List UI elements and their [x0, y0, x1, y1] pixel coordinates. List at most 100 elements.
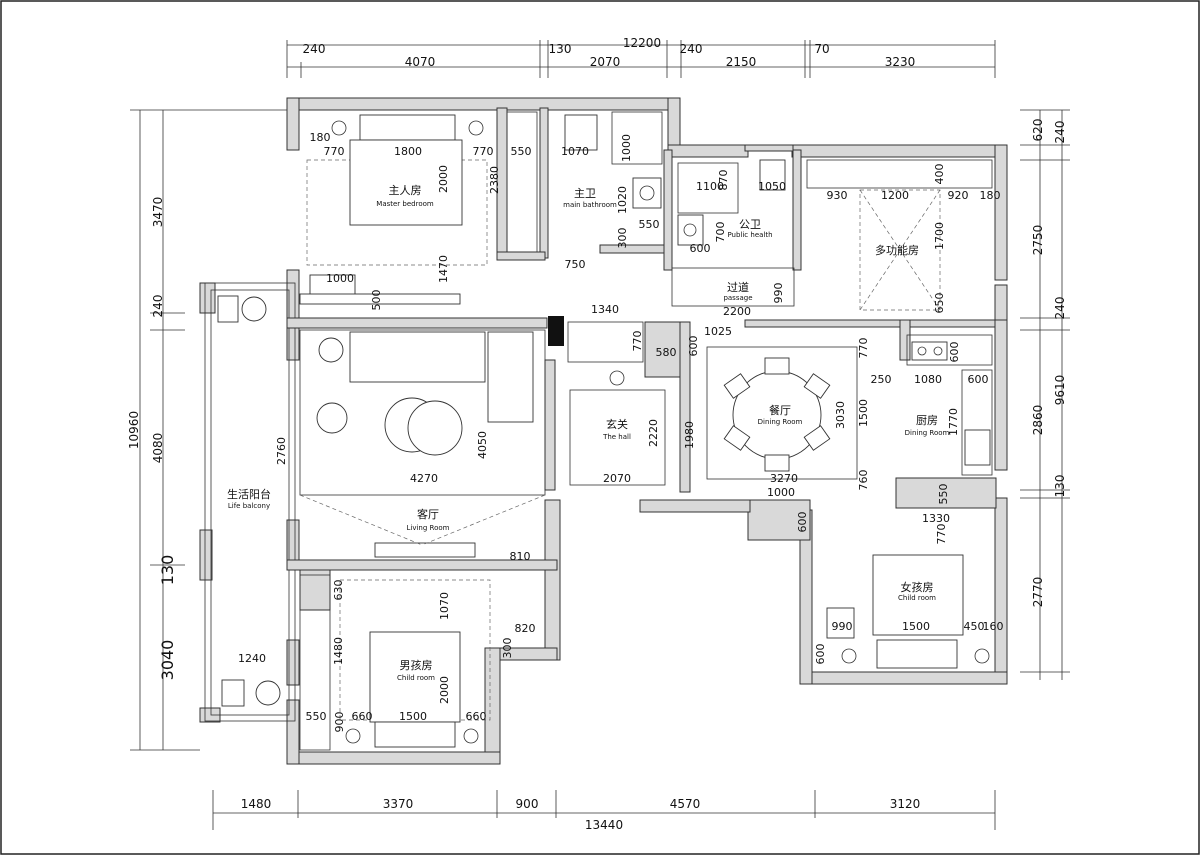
dining-room-en: Dining Room: [758, 418, 803, 426]
dim-660a: 660: [352, 710, 373, 723]
kitchen: 厨房 Dining Room: [905, 334, 993, 476]
public-bathroom-cn: 公卫: [739, 218, 761, 231]
interior-walls: [286, 107, 997, 611]
dim-1070a: 1070: [561, 145, 589, 158]
dim-550a: 550: [511, 145, 532, 158]
girl-room: 女孩房 Child room: [826, 554, 990, 669]
dim-1000c: 1000: [767, 486, 795, 499]
dim-1020: 1020: [616, 186, 629, 214]
dim-550c: 550: [937, 484, 950, 505]
dim-600b: 600: [687, 336, 700, 357]
inner-dimensions: 180 770 1800 770 550 1070 1000 2000 2380…: [238, 131, 1004, 733]
main-bathroom: 主卫 main bathroom: [506, 111, 663, 253]
dim-500: 500: [370, 290, 383, 311]
dim-2070: 2070: [603, 472, 631, 485]
bottom-dimension-chain: 1480 3370 900 4570 3120 13440: [212, 790, 996, 832]
dim-600a: 600: [690, 242, 711, 255]
dim-right-240: 240: [1053, 121, 1067, 144]
kitchen-en: Dining Room: [905, 429, 950, 437]
girl-room-cn: 女孩房: [901, 580, 934, 594]
main-bathroom-cn: 主卫: [574, 187, 596, 200]
dim-770d: 770: [857, 338, 870, 359]
dim-770c: 770: [631, 331, 644, 352]
right-dimension-chain: 620 240 2750 240 9610 2860 130 2770: [1020, 109, 1070, 680]
balcony-cn: 生活阳台: [227, 487, 271, 501]
living-room-en: Living Room: [407, 524, 450, 532]
dim-900: 900: [333, 712, 346, 733]
dim-810: 810: [510, 550, 531, 563]
dim-770a: 770: [324, 145, 345, 158]
dim-2220: 2220: [647, 419, 660, 447]
dim-top-2070: 2070: [590, 55, 621, 69]
dim-400: 400: [933, 164, 946, 185]
dim-1330: 1330: [922, 512, 950, 525]
living-room: 客厅 Living Room: [299, 329, 546, 558]
dim-1770: 1770: [947, 408, 960, 436]
dim-550d: 550: [306, 710, 327, 723]
dim-4050: 4050: [476, 431, 489, 459]
dim-920: 920: [948, 189, 969, 202]
dim-3030: 3030: [834, 401, 847, 429]
dim-bottom-3120: 3120: [890, 797, 921, 811]
dim-600c: 600: [948, 342, 961, 363]
dim-300b: 300: [501, 638, 514, 659]
boy-room-cn: 男孩房: [400, 659, 433, 672]
top-dimension-chain: 12200 240 4070 130 2070 240 2150 70 3230: [286, 36, 996, 78]
dim-right-2750: 2750: [1031, 225, 1045, 256]
hall-en: The hall: [602, 433, 631, 441]
dim-right-2860: 2860: [1031, 405, 1045, 436]
dim-1000a: 1000: [620, 134, 633, 162]
dining-room-cn: 餐厅: [769, 403, 791, 417]
dim-left-total: 10960: [127, 411, 141, 449]
dim-bottom-3370: 3370: [383, 797, 414, 811]
hall: 玄关 The hall: [567, 321, 666, 486]
balcony-en: Life balcony: [228, 502, 270, 510]
dim-1500c: 1500: [902, 620, 930, 633]
dim-right-240b: 240: [1053, 297, 1067, 320]
dim-1100: 1100: [696, 180, 724, 193]
dim-2200: 2200: [723, 305, 751, 318]
dim-3270: 3270: [770, 472, 798, 485]
dim-2760: 2760: [275, 437, 288, 465]
dim-1080: 1080: [914, 373, 942, 386]
dim-right-total: 9610: [1053, 375, 1067, 406]
public-bathroom-en: Public health: [727, 231, 772, 239]
dim-top-4070: 4070: [405, 55, 436, 69]
dim-bottom-4570: 4570: [670, 797, 701, 811]
structural-column: [548, 316, 564, 346]
passage: 过道 passage: [671, 267, 795, 307]
dim-1800: 1800: [394, 145, 422, 158]
dim-1340: 1340: [591, 303, 619, 316]
dim-180: 180: [310, 131, 331, 144]
master-bedroom: 主人房 Master bedroom: [299, 114, 488, 305]
left-dimension-chain: 10960 3470 240 4080 130 3040: [127, 109, 290, 751]
hall-cn: 玄关: [606, 417, 628, 431]
master-bedroom-cn: 主人房: [389, 184, 422, 197]
dim-770b: 770: [473, 145, 494, 158]
dim-1025: 1025: [704, 325, 732, 338]
outer-walls: [199, 97, 1008, 765]
dim-1470: 1470: [437, 255, 450, 283]
multifunction-room: 多功能房: [806, 159, 993, 311]
dim-1200: 1200: [881, 189, 909, 202]
dim-1980: 1980: [683, 421, 696, 449]
life-balcony: 生活阳台 Life balcony: [217, 295, 281, 707]
dim-bottom-total: 13440: [585, 818, 623, 832]
dim-630: 630: [332, 580, 345, 601]
dim-550b: 550: [639, 218, 660, 231]
dim-600e: 600: [796, 512, 809, 533]
dim-990a: 990: [772, 283, 785, 304]
dim-top-3230: 3230: [885, 55, 916, 69]
dim-4270: 4270: [410, 472, 438, 485]
dim-300a: 300: [616, 228, 629, 249]
dim-top-total: 12200: [623, 36, 661, 50]
dim-2000a: 2000: [437, 165, 450, 193]
dim-750: 750: [565, 258, 586, 271]
dim-990b: 990: [832, 620, 853, 633]
dim-top-70: 70: [814, 42, 829, 56]
dim-760: 760: [857, 470, 870, 491]
dim-left-240: 240: [151, 295, 165, 318]
dim-660b: 660: [466, 710, 487, 723]
